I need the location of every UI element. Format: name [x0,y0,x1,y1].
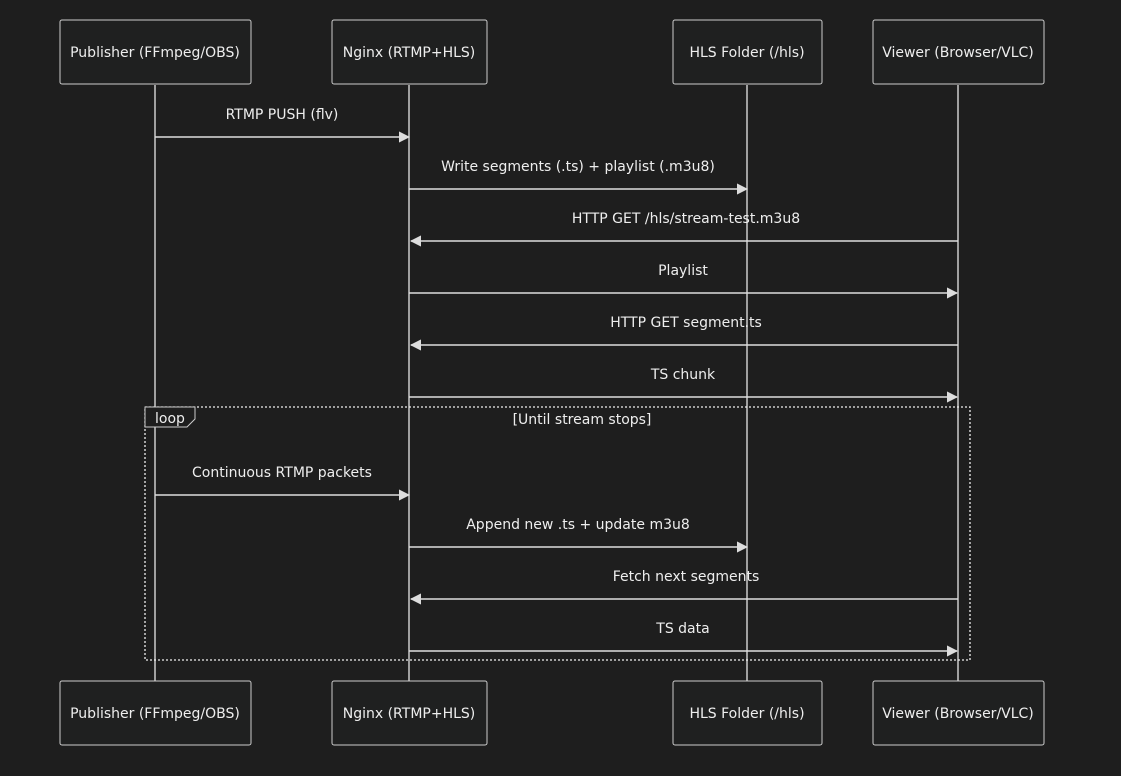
actor-box [331,680,488,746]
loop-condition: [Until stream stops] [513,412,652,428]
actor-label: Publisher (FFmpeg/OBS) [70,45,240,61]
actor-label: Viewer (Browser/VLC) [882,45,1034,61]
actor-label: Nginx (RTMP+HLS) [343,45,476,61]
message-label: TS chunk [650,367,716,383]
actor-box [331,19,488,85]
actor-box [59,680,252,746]
message-label: Continuous RTMP packets [192,465,372,481]
loop-frame: loop [Until stream stops] [144,406,971,661]
message-10: TS data [409,621,959,657]
message-6: TS chunk [409,367,959,403]
message-9: Fetch next segments [409,569,958,605]
actor-top-hls: HLS Folder (/hls) [672,19,823,85]
message-4: Playlist [409,263,959,299]
message-label: HTTP GET /hls/stream-test.m3u8 [572,211,800,227]
actor-label: HLS Folder (/hls) [689,706,804,722]
message-label: Fetch next segments [613,569,760,585]
message-label: Playlist [658,263,708,279]
message-5: HTTP GET segment.ts [409,315,958,351]
actor-box [59,19,252,85]
message-label: TS data [655,621,709,637]
actor-box [872,680,1045,746]
message-7: Continuous RTMP packets [155,465,411,501]
loop-box [144,406,971,661]
actor-box [672,680,823,746]
actor-bottom-hls: HLS Folder (/hls) [672,680,823,746]
actor-top-nginx: Nginx (RTMP+HLS) [331,19,488,85]
actor-label: Nginx (RTMP+HLS) [343,706,476,722]
message-3: HTTP GET /hls/stream-test.m3u8 [409,211,958,247]
message-2: Write segments (.ts) + playlist (.m3u8) [409,159,749,195]
actor-bottom-nginx: Nginx (RTMP+HLS) [331,680,488,746]
actor-bottom-viewer: Viewer (Browser/VLC) [872,680,1045,746]
actor-label: Publisher (FFmpeg/OBS) [70,706,240,722]
actor-label: Viewer (Browser/VLC) [882,706,1034,722]
actor-bottom-publisher: Publisher (FFmpeg/OBS) [59,680,252,746]
loop-tab [144,406,196,428]
message-label: HTTP GET segment.ts [610,315,762,331]
actor-box [672,19,823,85]
actor-label: HLS Folder (/hls) [689,45,804,61]
actor-top-viewer: Viewer (Browser/VLC) [872,19,1045,85]
actor-box [872,19,1045,85]
message-1: RTMP PUSH (flv) [155,107,411,143]
loop-label: loop [155,411,185,427]
message-8: Append new .ts + update m3u8 [409,517,749,553]
message-label: RTMP PUSH (flv) [226,107,339,123]
message-label: Write segments (.ts) + playlist (.m3u8) [441,159,715,175]
actor-top-publisher: Publisher (FFmpeg/OBS) [59,19,252,85]
message-label: Append new .ts + update m3u8 [466,517,690,533]
